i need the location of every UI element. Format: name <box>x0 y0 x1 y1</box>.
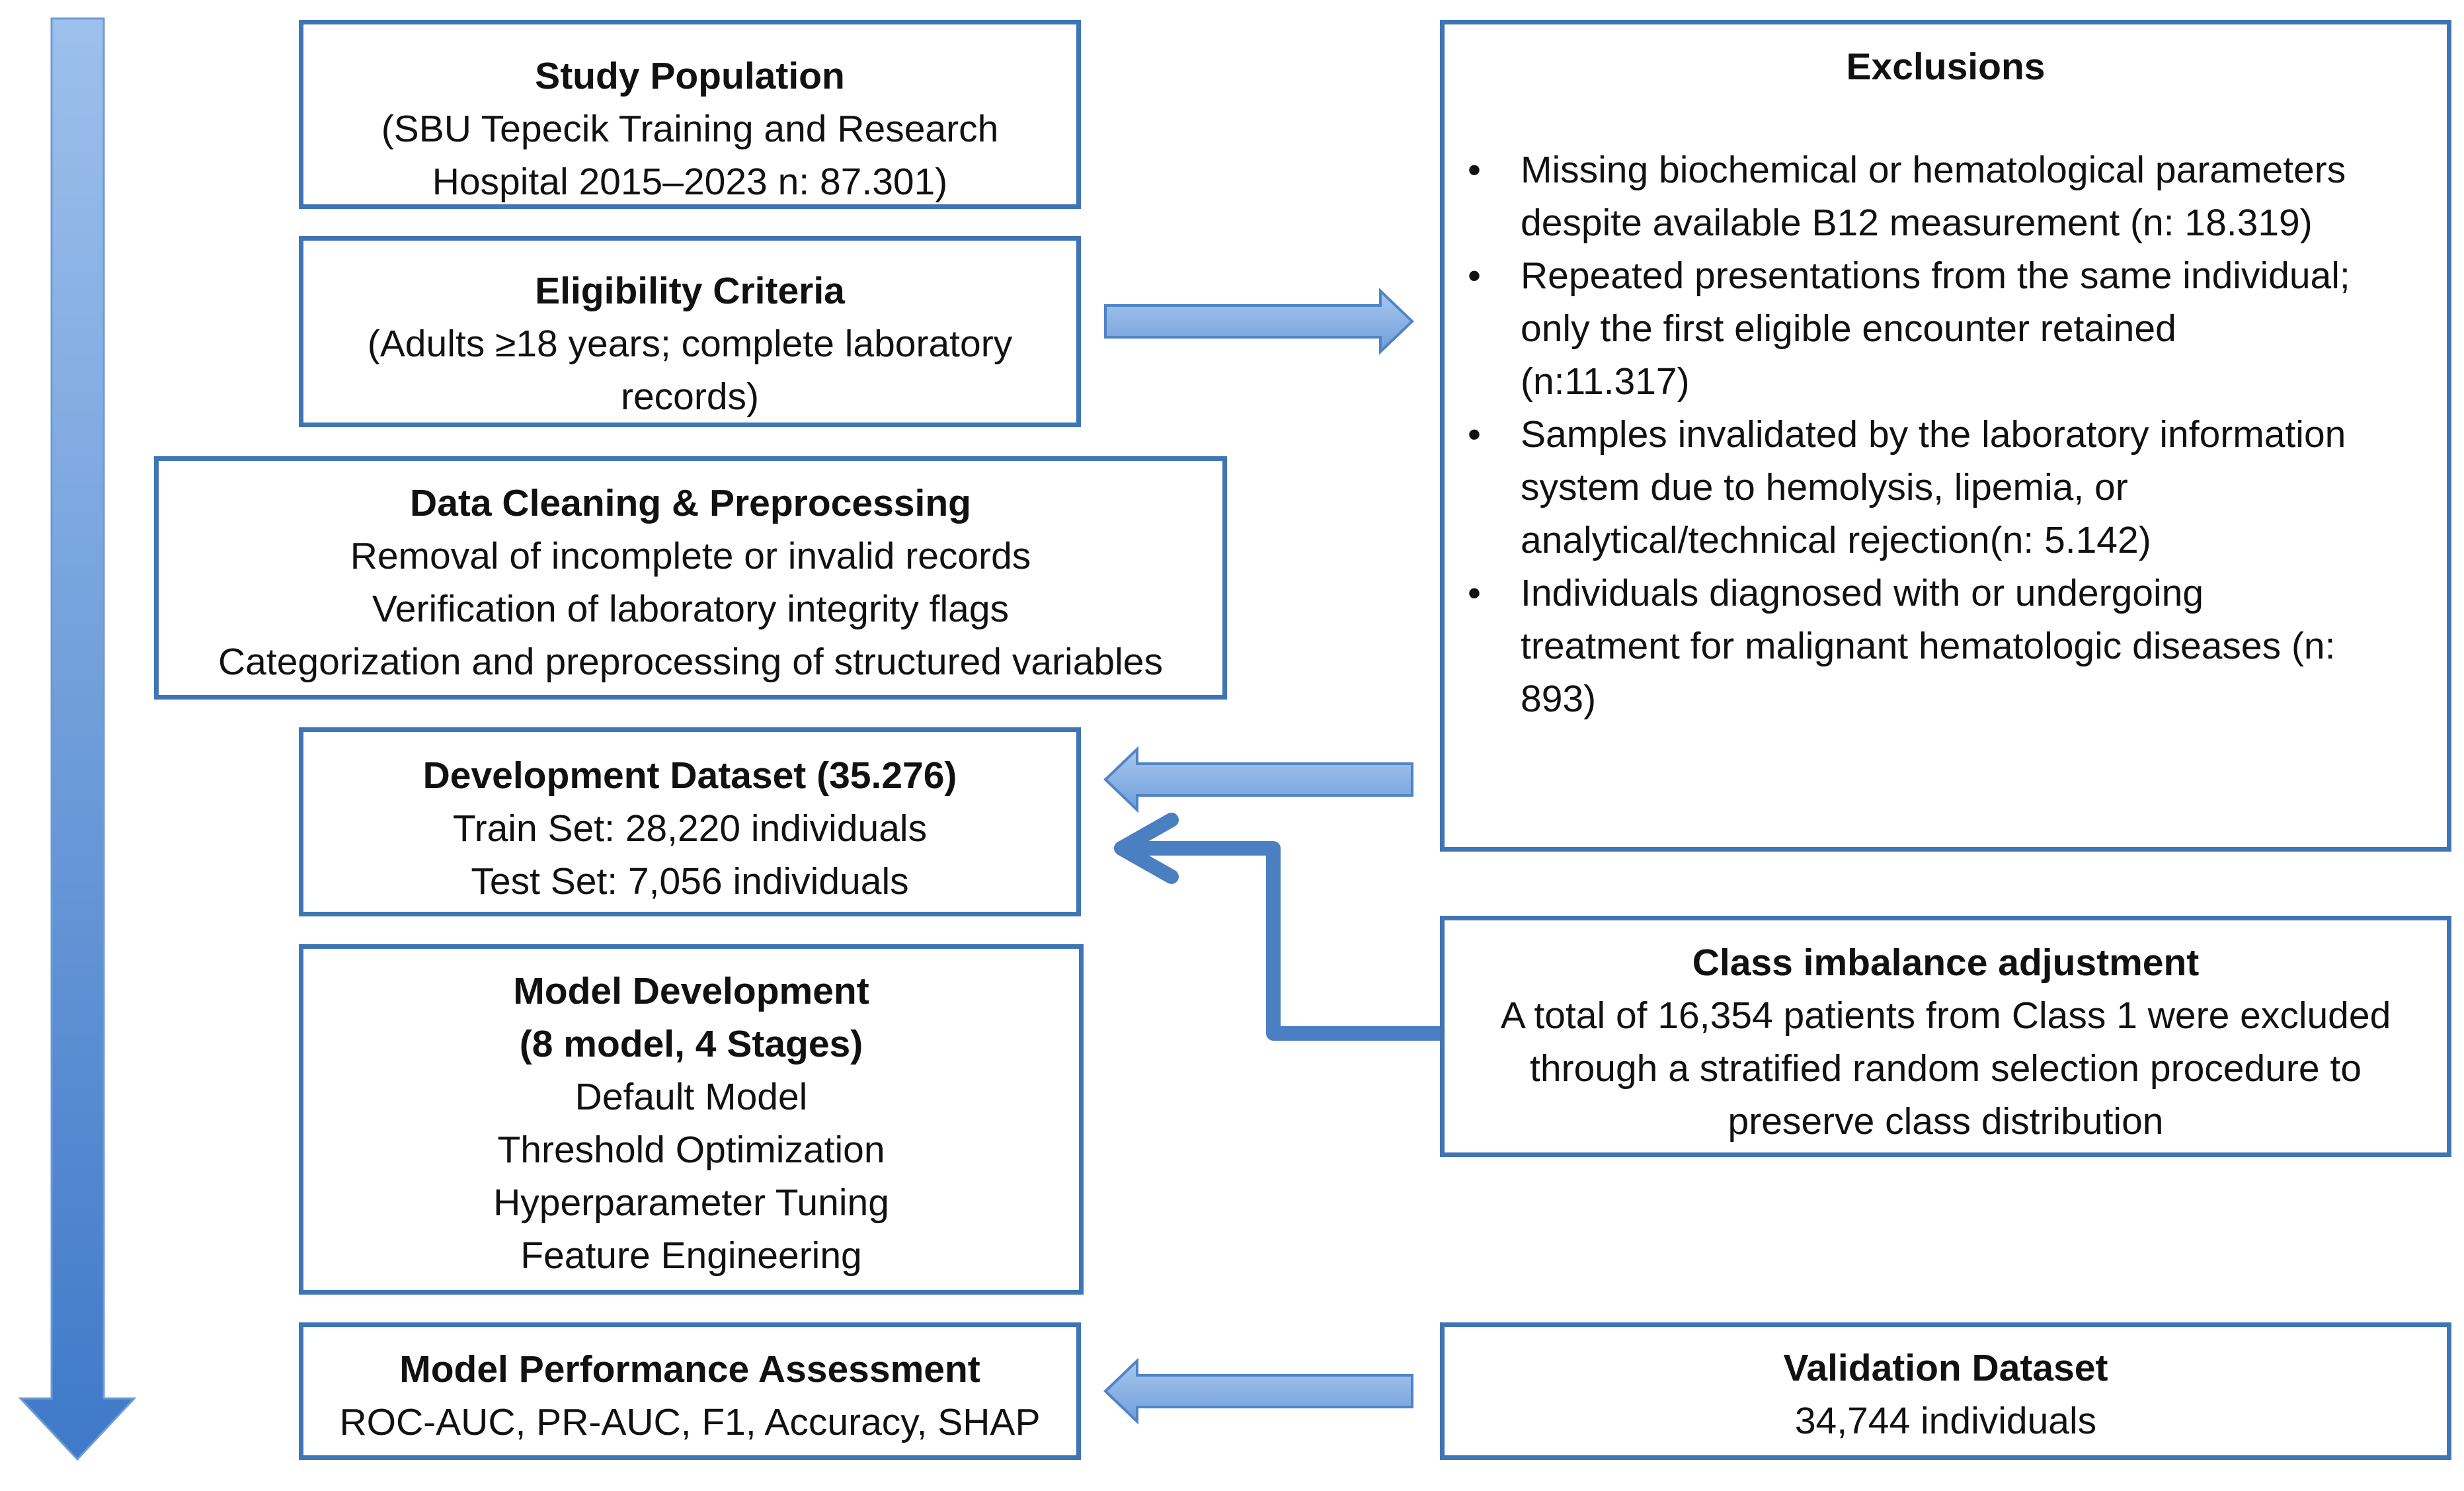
exclusion-item-line: treatment for malignant hematologic dise… <box>1521 625 2336 667</box>
exclusion-item-line: Repeated presentations from the same ind… <box>1521 255 2350 297</box>
study-population-line: (SBU Tepecik Training and Research <box>381 108 999 150</box>
exclusion-item-line: analytical/technical rejection(n: 5.142) <box>1521 519 2151 561</box>
exclusion-item-line: (n:11.317) <box>1521 360 1690 403</box>
performance-metrics-line: ROC-AUC, PR-AUC, F1, Accuracy, SHAP <box>339 1401 1041 1443</box>
exclusions-box: Exclusions • Missing biochemical or hema… <box>1440 20 2451 852</box>
validation-dataset-line: 34,744 individuals <box>1794 1400 2097 1442</box>
bullet-icon: • <box>1468 572 1481 614</box>
study-population-box: Study Population (SBU Tepecik Training a… <box>299 20 1081 209</box>
development-dataset-box: Development Dataset (35.276) Train Set: … <box>299 727 1081 916</box>
bullet-icon: • <box>1468 413 1481 456</box>
arrow-to-development <box>1103 746 1413 813</box>
eligibility-line: (Adults ≥18 years; complete laboratory <box>367 323 1013 365</box>
study-population-line: Hospital 2015–2023 n: 87.301) <box>432 161 948 203</box>
exclusion-item-line: 893) <box>1521 678 1597 720</box>
exclusion-item-line: despite available B12 measurement (n: 18… <box>1521 202 2313 244</box>
performance-assessment-title: Model Performance Assessment <box>399 1348 980 1390</box>
model-development-title: Model Development <box>513 970 869 1012</box>
exclusion-item-line: Individuals diagnosed with or undergoing <box>1521 572 2204 614</box>
exclusion-item: • Repeated presentations from the same i… <box>1445 249 2447 408</box>
class-imbalance-line: through a stratified random selection pr… <box>1530 1047 2362 1090</box>
exclusion-item-line: system due to hemolysis, lipemia, or <box>1521 466 2128 508</box>
elbow-arrow-head <box>1114 813 1179 884</box>
exclusion-item-line: Missing biochemical or hematological par… <box>1521 149 2346 191</box>
data-cleaning-line: Categorization and preprocessing of stru… <box>218 641 1163 683</box>
eligibility-box: Eligibility Criteria (Adults ≥18 years; … <box>299 236 1081 427</box>
exclusion-item-line: Samples invalidated by the laboratory in… <box>1521 413 2346 456</box>
vertical-flow-arrow <box>18 17 137 1461</box>
exclusions-list: • Missing biochemical or hematological p… <box>1445 143 2447 725</box>
bullet-icon: • <box>1468 255 1481 297</box>
test-set-line: Test Set: 7,056 individuals <box>471 860 909 903</box>
data-cleaning-box: Data Cleaning & Preprocessing Removal of… <box>154 456 1227 700</box>
class-imbalance-line: preserve class distribution <box>1728 1100 2164 1143</box>
exclusion-item: • Missing biochemical or hematological p… <box>1445 143 2447 249</box>
eligibility-title: Eligibility Criteria <box>535 270 845 312</box>
data-cleaning-title: Data Cleaning & Preprocessing <box>410 482 971 524</box>
arrow-to-exclusions <box>1104 288 1414 355</box>
class-imbalance-title: Class imbalance adjustment <box>1692 942 2200 984</box>
elbow-arrow-from-imbalance <box>1124 841 1440 1041</box>
arrow-to-performance <box>1103 1357 1413 1425</box>
exclusion-item: • Samples invalidated by the laboratory … <box>1445 408 2447 567</box>
model-development-subtitle: (8 model, 4 Stages) <box>519 1023 863 1065</box>
data-cleaning-line: Removal of incomplete or invalid records <box>350 535 1031 577</box>
performance-assessment-box: Model Performance Assessment ROC-AUC, PR… <box>299 1322 1081 1460</box>
data-cleaning-line: Verification of laboratory integrity fla… <box>372 588 1010 630</box>
model-stage-line: Default Model <box>575 1076 808 1118</box>
exclusions-title: Exclusions <box>1846 46 2046 88</box>
exclusion-item: • Individuals diagnosed with or undergoi… <box>1445 567 2447 725</box>
class-imbalance-line: A total of 16,354 patients from Class 1 … <box>1500 994 2391 1037</box>
eligibility-line: records) <box>620 376 760 418</box>
train-set-line: Train Set: 28,220 individuals <box>452 807 928 850</box>
model-stage-line: Feature Engineering <box>520 1234 862 1277</box>
study-population-title: Study Population <box>535 55 845 97</box>
exclusion-item-line: only the first eligible encounter retain… <box>1521 307 2176 350</box>
validation-dataset-title: Validation Dataset <box>1783 1347 2108 1389</box>
model-stage-line: Threshold Optimization <box>497 1129 885 1171</box>
model-development-box: Model Development (8 model, 4 Stages) De… <box>299 944 1084 1295</box>
model-stage-line: Hyperparameter Tuning <box>493 1182 889 1224</box>
class-imbalance-box: Class imbalance adjustment A total of 16… <box>1440 916 2451 1157</box>
bullet-icon: • <box>1468 149 1481 191</box>
development-dataset-title: Development Dataset (35.276) <box>422 754 957 797</box>
validation-dataset-box: Validation Dataset 34,744 individuals <box>1440 1322 2451 1460</box>
